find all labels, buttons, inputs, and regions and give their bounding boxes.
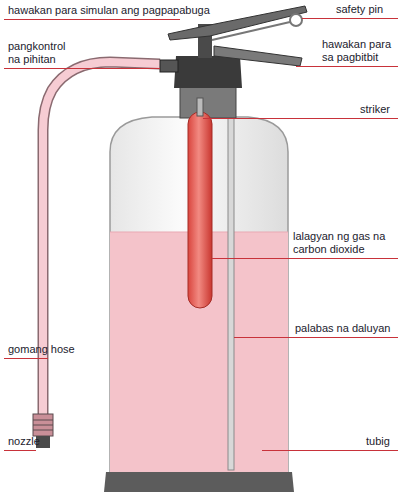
carrying-handle <box>214 46 302 66</box>
part-label: nozzle <box>8 435 40 448</box>
leader-line <box>203 118 398 119</box>
hose-coupling <box>33 414 53 436</box>
part-label: pangkontrol na pihitan <box>8 40 78 66</box>
control-knob <box>160 60 178 72</box>
part-label: gomang hose <box>8 343 75 356</box>
part-label: palabas na daluyan <box>295 322 390 335</box>
valve-head <box>174 56 242 88</box>
part-label: hawakan para simulan ang pagpapabuga <box>8 4 210 17</box>
leader-line <box>4 19 180 20</box>
leader-line <box>4 450 36 451</box>
co2-cartridge <box>188 112 212 308</box>
part-label: lalagyan ng gas na carbon dioxide <box>293 230 397 256</box>
leader-line <box>262 450 398 451</box>
leader-line <box>296 66 398 67</box>
leader-line <box>4 358 48 359</box>
leader-line <box>302 18 398 19</box>
part-label: tubig <box>366 435 390 448</box>
part-label: striker <box>360 103 390 116</box>
striker <box>197 98 203 116</box>
discharge-tube <box>228 92 234 470</box>
base <box>104 472 294 492</box>
leader-line <box>212 258 398 259</box>
leader-line <box>4 68 160 69</box>
part-label: hawakan para sa pagbitbit <box>322 38 398 64</box>
safety-pin <box>290 14 302 26</box>
part-label: safety pin <box>336 3 383 16</box>
leader-line <box>234 337 398 338</box>
neck <box>180 86 236 118</box>
